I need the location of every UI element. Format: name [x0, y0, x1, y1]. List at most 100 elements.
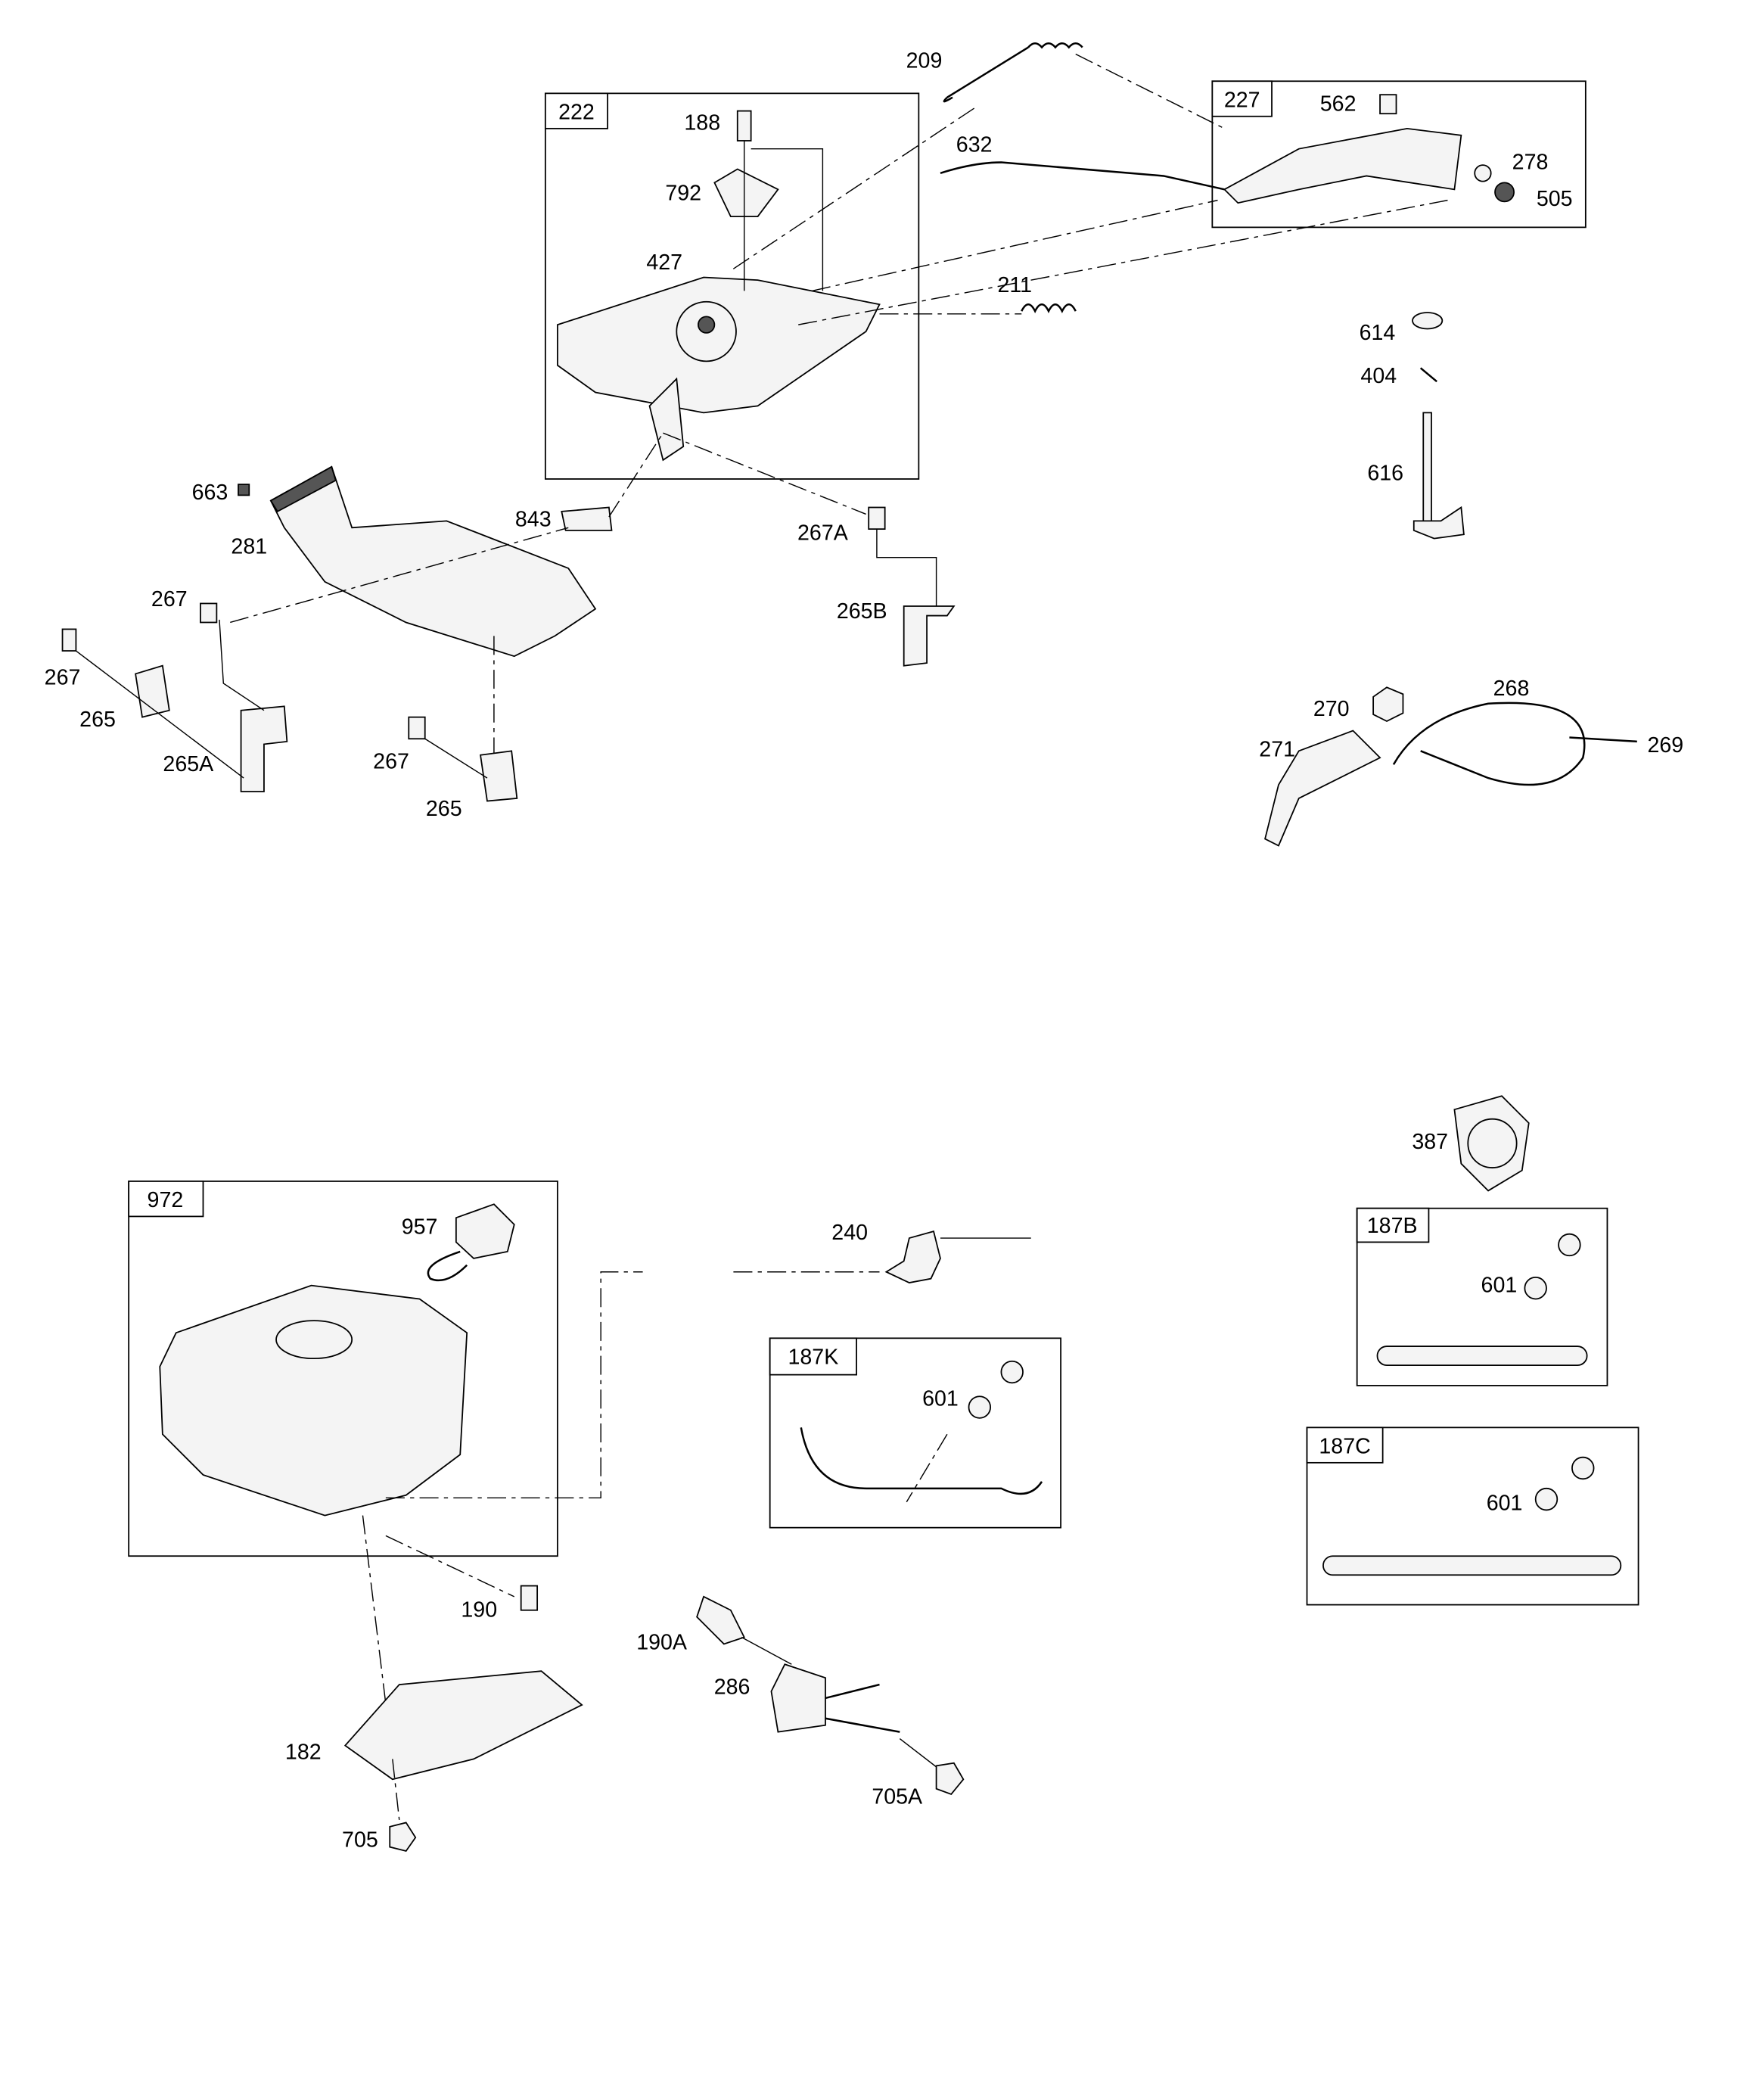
callout-286: 286 [714, 1675, 751, 1700]
cable-assembly: 270 268 269 271 [1259, 677, 1683, 847]
callout-265-a: 265 [79, 708, 116, 732]
clip-265-part-1 [135, 664, 170, 718]
group-227: 227 562 278 505 [1211, 80, 1587, 229]
callout-601-c: 601 [1487, 1491, 1523, 1515]
fuel-filter-240-part [884, 1230, 941, 1283]
fuel-cap-957-part [455, 1203, 515, 1259]
group-972-label: 972 [148, 1188, 184, 1212]
fuel-line-187B-part [1376, 1346, 1588, 1367]
callout-843: 843 [515, 508, 552, 532]
fitting-190A-part [696, 1595, 745, 1645]
fuel-tank-part [159, 1284, 468, 1517]
bottom-parts: 190 190A 286 705A 182 705 [285, 1585, 965, 1853]
bracket-792-part [713, 168, 779, 217]
callout-265-b: 265 [426, 797, 462, 821]
clip-265-part-2 [480, 750, 518, 802]
callout-427: 427 [646, 250, 682, 275]
callout-188: 188 [684, 111, 720, 135]
group-187K-label-box [769, 1337, 857, 1376]
clip-843-part [561, 506, 613, 531]
callout-240: 240 [831, 1221, 868, 1245]
link-632-part [940, 161, 1225, 191]
callout-278: 278 [1512, 151, 1549, 175]
shaft-616-part [1422, 412, 1432, 522]
callout-792: 792 [665, 182, 701, 206]
screw-267-part-3 [408, 716, 426, 740]
callout-190: 190 [461, 1598, 497, 1622]
callout-616: 616 [1367, 462, 1403, 486]
callout-562: 562 [1320, 92, 1357, 117]
part-387: 387 [1412, 1095, 1530, 1192]
throttle-lever-part [1223, 127, 1462, 204]
callout-705: 705 [342, 1828, 378, 1853]
fuel-filter-240: 240 [831, 1221, 1031, 1283]
callout-601-b: 601 [922, 1387, 959, 1411]
callout-209: 209 [906, 48, 943, 73]
group-222-label: 222 [558, 100, 595, 124]
callout-614: 614 [1360, 321, 1396, 345]
callout-281: 281 [231, 534, 267, 558]
callout-265B: 265B [837, 599, 887, 624]
group-187C-label-box [1306, 1426, 1384, 1464]
shaft-assembly: 614 404 616 [1360, 312, 1465, 540]
cover-281-part [269, 465, 597, 658]
group-187B-label: 187B [1367, 1214, 1418, 1238]
group-222-frame [544, 92, 920, 480]
heat-shield-182-part [343, 1670, 583, 1781]
group-187C-frame [1306, 1426, 1639, 1606]
left-brackets: 267 267 265 265A 267 265 [45, 587, 518, 821]
spring-211-part [1021, 303, 1077, 314]
cable-end-269-part [1569, 736, 1637, 743]
bracket-265A-part [240, 705, 288, 792]
pin-404-part [1419, 367, 1437, 383]
callout-182: 182 [285, 1740, 322, 1764]
group-972: 972 957 [128, 1181, 558, 1557]
group-187C: 187C 601 [1306, 1426, 1639, 1606]
callout-268: 268 [1493, 677, 1530, 701]
group-187K-frame [769, 1337, 1061, 1529]
group-227-label: 227 [1224, 88, 1260, 112]
spring-209: 209 [906, 42, 1083, 103]
group-222-label-box [544, 92, 609, 129]
callout-270: 270 [1313, 697, 1350, 721]
group-187B-frame [1356, 1207, 1608, 1386]
screw-267-part-1 [200, 602, 218, 624]
screw-188-part [736, 110, 752, 142]
group-187K-label: 187K [788, 1345, 838, 1369]
callout-267A: 267A [797, 521, 849, 545]
fuel-line-187C-part [1322, 1555, 1622, 1576]
group-972-frame [128, 1181, 558, 1557]
callout-505: 505 [1537, 187, 1573, 211]
group-187B: 187B 601 [1356, 1207, 1608, 1386]
nut-705-part [389, 1822, 417, 1853]
callout-705A: 705A [872, 1784, 923, 1809]
bracket-265B-assembly: 267A 265B [797, 506, 956, 667]
callout-265A: 265A [163, 752, 214, 776]
control-nut-part [698, 316, 716, 334]
nut-705A-part [935, 1762, 965, 1795]
fuel-line-187K-part [800, 1427, 1043, 1495]
screw-267A-part [868, 506, 886, 530]
group-972-label-box [128, 1181, 204, 1218]
bracket-271-part [1264, 730, 1381, 847]
callout-387: 387 [1412, 1130, 1448, 1154]
group-222: 222 188 792 427 [544, 92, 920, 480]
group-187C-label: 187C [1319, 1434, 1370, 1458]
solenoid-286-part [770, 1663, 826, 1733]
group-227-frame [1211, 80, 1587, 229]
callout-267-c: 267 [373, 750, 409, 774]
group-187B-label-box [1356, 1207, 1430, 1243]
spring-209-part [943, 42, 1083, 103]
callout-271: 271 [1259, 738, 1295, 762]
callout-957: 957 [402, 1215, 438, 1240]
callout-404: 404 [1360, 364, 1397, 388]
callout-663: 663 [192, 481, 228, 505]
nut-505-part [1494, 182, 1515, 203]
cover-assembly: 663 281 843 [192, 432, 866, 758]
callout-601-a: 601 [1481, 1274, 1518, 1298]
screw-190-part [520, 1585, 539, 1611]
cable-268-part [1392, 702, 1586, 786]
fuel-neck-part [275, 1320, 353, 1360]
washer-614-part [1412, 312, 1444, 330]
